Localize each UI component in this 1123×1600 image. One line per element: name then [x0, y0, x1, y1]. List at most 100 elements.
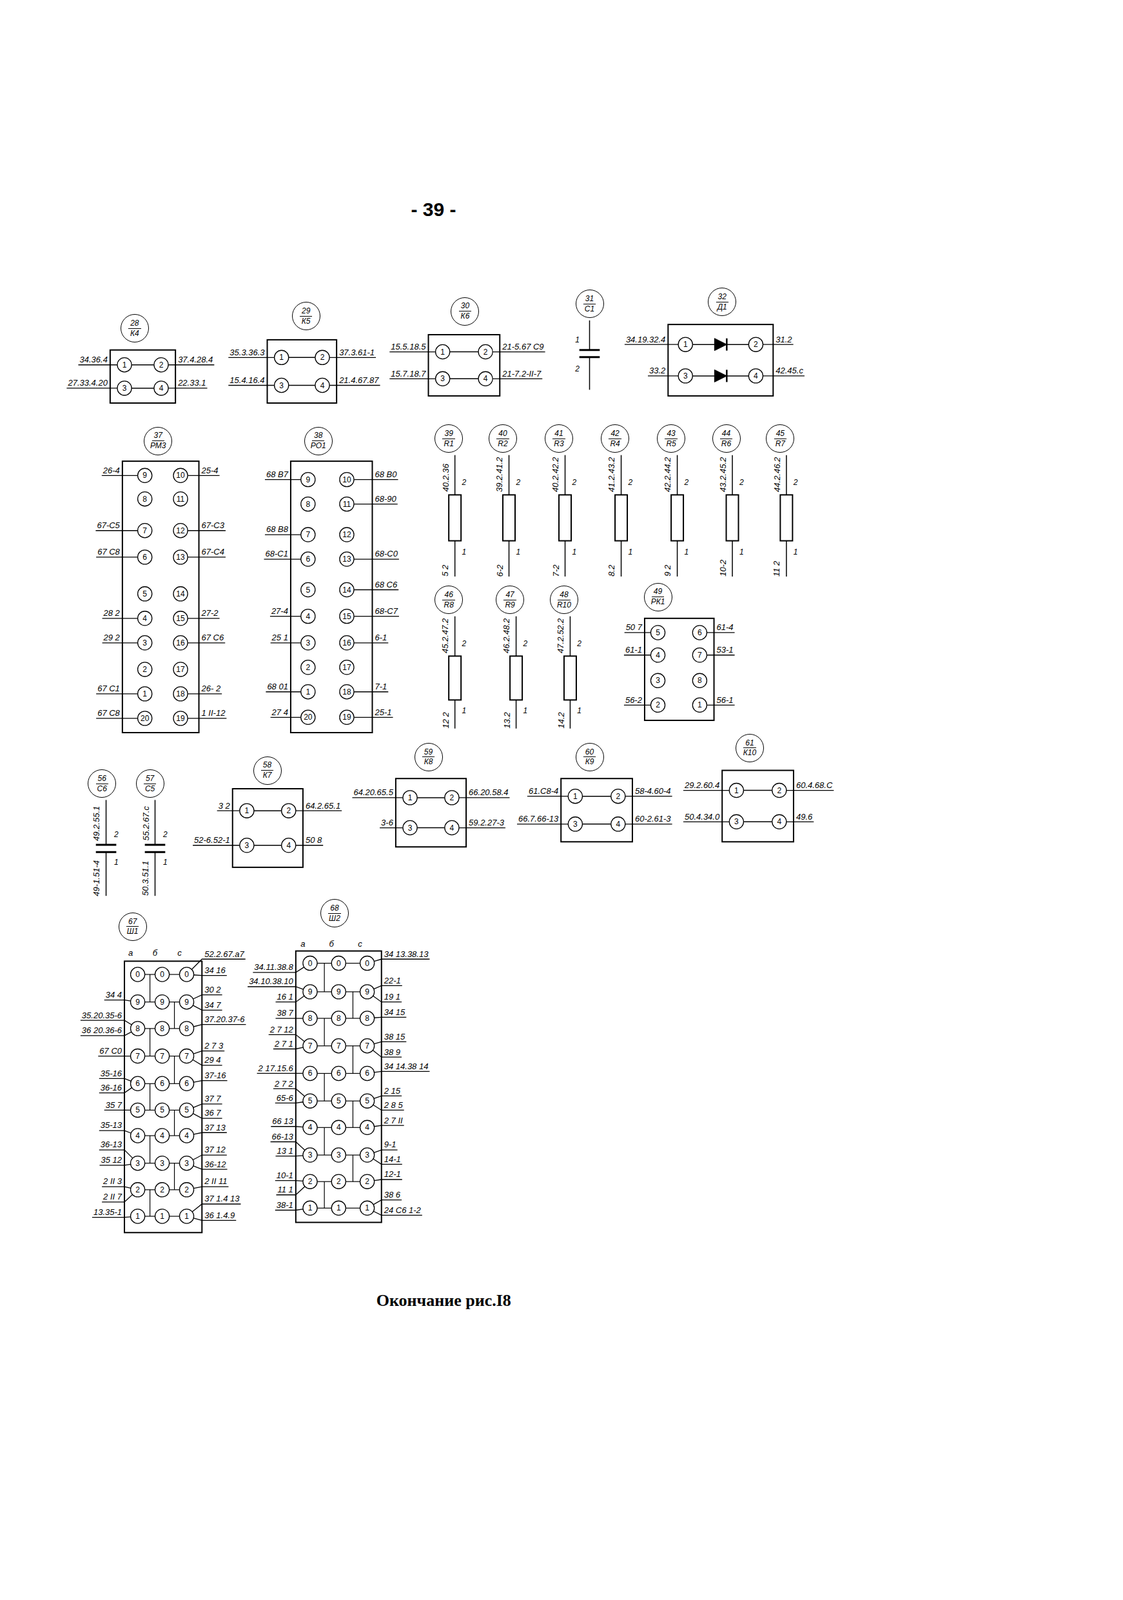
pin-number: 3	[184, 1159, 189, 1167]
component-designator: R3	[553, 439, 564, 449]
jumper-line	[174, 1109, 175, 1136]
pin-number: 2	[615, 792, 621, 801]
pin-number: 6	[308, 1068, 313, 1077]
pin-circle	[137, 686, 153, 701]
pin-number: 1	[244, 806, 250, 815]
wire-line	[187, 617, 220, 619]
pin-number: 0	[308, 959, 313, 967]
wire-line	[353, 478, 398, 480]
wire-label: 58-4.60-4	[634, 786, 672, 796]
pin-number: 4	[286, 841, 291, 850]
wire-label: 68 В8	[266, 524, 289, 534]
wire-label: 67 С0	[99, 1046, 122, 1056]
pin-circle	[331, 1119, 346, 1134]
pin-number: 16	[175, 638, 185, 647]
wire-label: 66.7.66-13	[518, 814, 559, 824]
pin-number: 1	[305, 687, 311, 696]
wire-label: 21.4.67.87	[339, 375, 379, 385]
resistor-lead	[508, 540, 510, 577]
pin-number: 9	[305, 475, 311, 484]
callout-circle: 30К6	[450, 297, 479, 326]
wire-label: 43.2.45.2	[718, 456, 728, 492]
wire-label: 36 7	[204, 1108, 221, 1118]
component-designator: R5	[665, 439, 676, 449]
pin-circle	[360, 1119, 375, 1134]
wire-label: 34.10.38.10	[248, 976, 294, 986]
component-designator: С6	[97, 783, 108, 793]
wire-label: 67-С5	[96, 520, 120, 530]
wire-label: 67 С1	[97, 683, 120, 694]
wire-label: 29 4	[204, 1055, 221, 1065]
wire-label: 3 2	[218, 801, 231, 811]
pin-number: 20	[303, 712, 313, 721]
wire-line	[353, 589, 399, 590]
pin-number: 6	[336, 1068, 342, 1077]
wire-line	[374, 1124, 405, 1127]
terminal-number: 2	[522, 639, 528, 648]
jumper-line	[345, 962, 360, 964]
wire-line	[492, 378, 543, 380]
resistor-symbol	[671, 494, 684, 541]
pin-number: 1	[734, 786, 739, 795]
resistor-lead	[731, 540, 733, 577]
pin-number: 2	[336, 1177, 342, 1185]
wire-line	[624, 631, 652, 633]
wire-line	[706, 654, 735, 655]
wire-line	[247, 986, 303, 989]
relay-body	[560, 778, 633, 842]
wire-line	[353, 615, 400, 617]
callout-number: 31	[583, 294, 596, 305]
wire-line	[217, 810, 240, 811]
resistor-lead	[515, 616, 518, 657]
wire-line	[192, 844, 240, 846]
pin-circle	[130, 1208, 146, 1223]
wire-line	[624, 654, 652, 655]
pin-number: 12	[175, 526, 185, 535]
wire-line	[374, 1179, 403, 1181]
pin-circle	[360, 1065, 375, 1080]
jumper-line	[169, 1188, 180, 1190]
pin-circle	[302, 1173, 318, 1189]
contact-line	[131, 364, 155, 366]
pin-circle	[772, 814, 787, 829]
wire-label: 67 С6	[201, 633, 225, 643]
component-designator: К10	[743, 747, 757, 757]
wire-label: 34 4	[105, 990, 122, 1000]
pin-number: 2	[320, 353, 325, 362]
callout-circle: 37РМ3	[143, 426, 173, 456]
wire-label: 66 13	[272, 1116, 294, 1126]
wire-label: 7-2	[551, 564, 561, 577]
wire-label: 29 2	[103, 633, 120, 643]
pin-circle	[360, 984, 375, 999]
pin-circle	[650, 625, 665, 640]
pin-circle	[173, 662, 188, 677]
wire-line	[379, 827, 403, 828]
wire-label: 2 7 1	[274, 1039, 294, 1049]
pin-circle	[130, 1128, 146, 1143]
component-designator: К7	[263, 770, 273, 780]
wire-label: 61-1	[625, 645, 643, 655]
wire-label: 14-1	[384, 1154, 401, 1164]
wire-line	[270, 716, 302, 718]
callout-number: 44	[720, 429, 733, 440]
connector-body	[644, 618, 715, 721]
wire-line	[193, 1024, 246, 1027]
wire-label: 66.20.58.4	[468, 787, 508, 797]
pin-circle	[130, 966, 146, 982]
pin-number: 2	[159, 361, 164, 369]
pin-circle	[137, 662, 153, 677]
callout-circle: 43R5	[656, 424, 686, 453]
wire-line	[193, 1132, 227, 1134]
jumper-line	[145, 1055, 156, 1056]
wire-line	[353, 642, 389, 643]
component-designator: К5	[301, 316, 311, 326]
wire-label: 11 2	[772, 560, 782, 577]
pin-circle	[692, 697, 707, 712]
callout-number: 61	[743, 738, 756, 749]
pin-number: 6	[135, 1079, 140, 1087]
component-designator: РМ3	[150, 440, 167, 450]
resistor-symbol	[558, 494, 572, 541]
pin-circle	[154, 1155, 169, 1171]
pin-number: 9	[159, 997, 165, 1006]
